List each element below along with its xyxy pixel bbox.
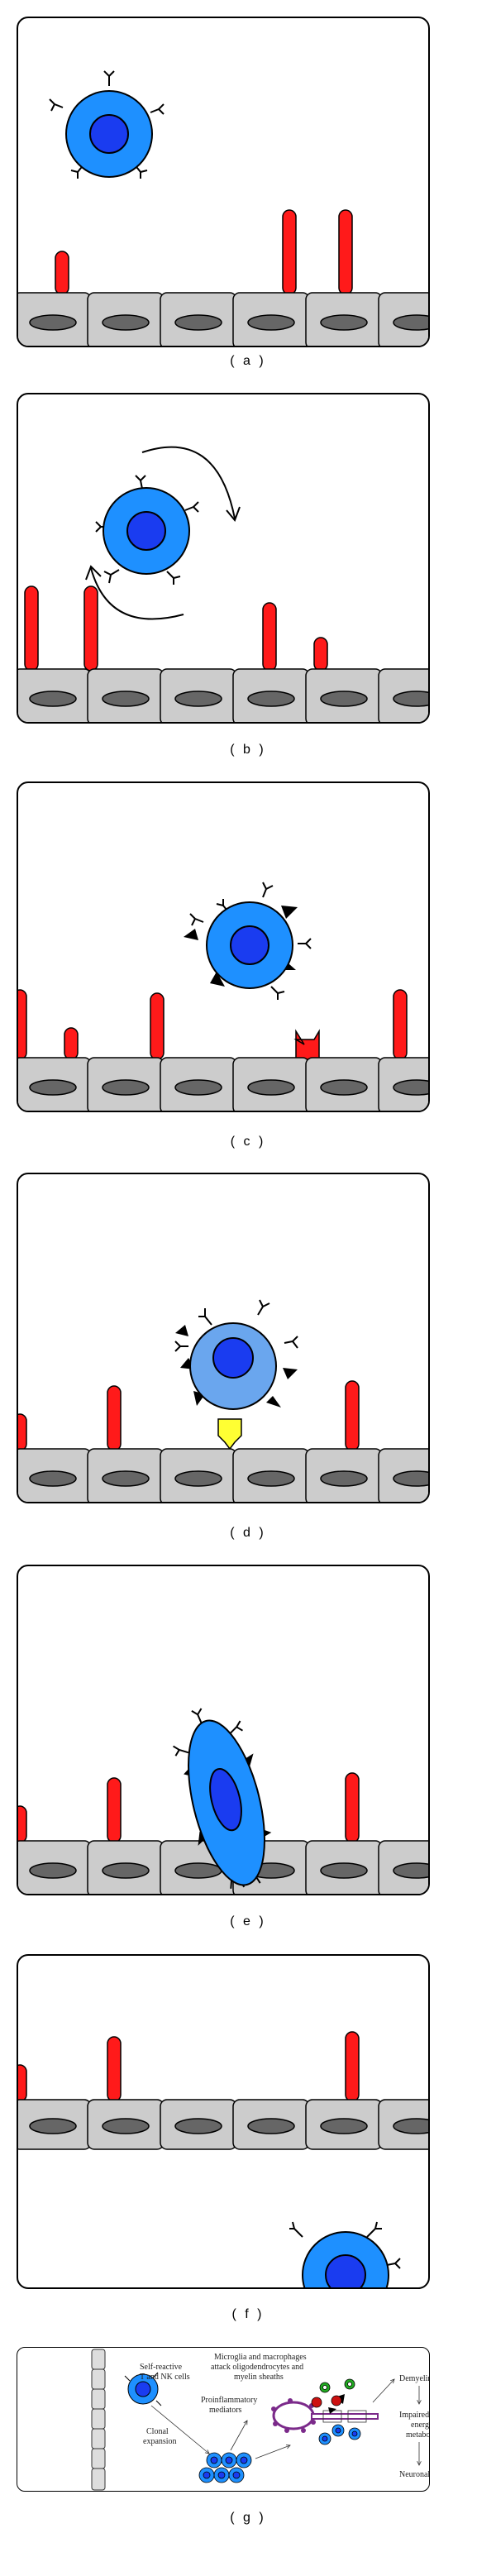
migrating-lymphocyte-cell [173, 1708, 272, 1889]
t-cell-icon [124, 2372, 162, 2406]
panel-c-label: ( c ) [230, 1135, 266, 1149]
panel-f-label: ( f ) [231, 2307, 265, 2321]
panel-e-illustration [18, 1708, 428, 1894]
red-receptor [345, 1380, 360, 1451]
red-receptor [55, 251, 69, 295]
panel-b [17, 393, 430, 724]
vessel-wall [91, 2349, 106, 2491]
red-receptor [282, 209, 297, 295]
red-receptor [24, 585, 39, 671]
epithelial-cell-row [18, 2099, 428, 2150]
red-receptor [64, 1027, 79, 1060]
panel-d-illustration [18, 1299, 428, 1502]
red-receptor [83, 585, 98, 671]
lymphocyte-cell [95, 475, 199, 585]
epithelial-cell-row [18, 668, 428, 722]
label-clonal-2: expansion [143, 2437, 177, 2446]
arrow-clonal [150, 2405, 209, 2454]
label-microglia-1: Microglia and macrophages [214, 2353, 307, 2362]
label-demyelination: Demyelination [399, 2374, 430, 2383]
red-receptor [393, 989, 408, 1060]
arrow-demyelination [372, 2379, 394, 2403]
panel-g: Self-reactive T and NK cells Clonal expa… [17, 2347, 430, 2492]
panel-c-illustration [18, 882, 428, 1111]
macrophage-oligodendrocyte [271, 2394, 379, 2433]
red-receptor [338, 209, 353, 295]
panel-e-label: ( e ) [230, 1914, 266, 1928]
panel-e [17, 1565, 430, 1895]
label-proinflammatory-1: Proinflammatory [201, 2396, 257, 2405]
rotation-arrows [85, 446, 241, 620]
panel-g-label: ( g ) [230, 2511, 266, 2525]
red-receptor [313, 637, 328, 671]
label-clonal-1: Clonal [146, 2427, 169, 2436]
panel-d [17, 1173, 430, 1503]
panel-d-label: ( d ) [230, 1526, 266, 1540]
epithelial-cell-row [18, 292, 428, 346]
label-impaired-1: Impaired axonal [399, 2411, 430, 2420]
yellow-ligand [217, 1418, 242, 1450]
panel-a-label: ( a ) [230, 354, 266, 368]
cleaved-receptor [293, 1029, 320, 1060]
label-self-reactive-1: Self-reactive [140, 2363, 183, 2372]
panel-b-label: ( b ) [230, 743, 266, 757]
panel-a-illustration [18, 70, 428, 346]
panel-a [17, 17, 430, 347]
panel-c [17, 781, 430, 1112]
clonal-cell-cluster [198, 2452, 252, 2483]
cytokine-dots [311, 2378, 361, 2445]
panel-g-diagram: Self-reactive T and NK cells Clonal expa… [91, 2349, 430, 2491]
red-receptor [18, 2064, 27, 2102]
red-receptor [107, 2036, 122, 2102]
epithelial-cell-row [18, 1057, 428, 1111]
red-receptor [345, 1772, 360, 1843]
red-receptor [150, 992, 165, 1060]
red-receptor [18, 1413, 27, 1451]
label-microglia-3: myelin sheaths [234, 2373, 284, 2382]
panel-b-illustration [18, 446, 428, 722]
activated-lymphocyte-cell [174, 1299, 298, 1410]
red-receptor [18, 1805, 27, 1843]
red-receptor [107, 1385, 122, 1451]
panel-f-illustration [18, 2031, 428, 2287]
red-receptor [345, 2031, 360, 2102]
lymphocyte-cell [289, 2221, 401, 2287]
activated-lymphocyte-cell [184, 882, 312, 1000]
label-impaired-2: energy [411, 2421, 430, 2430]
lymphocyte-cell [49, 70, 165, 179]
label-impaired-3: metabolism [406, 2430, 430, 2440]
label-proinflammatory-2: mediators [209, 2406, 242, 2415]
red-receptor [262, 602, 277, 671]
label-microglia-2: attack oligodendrocytes and [211, 2363, 303, 2372]
arrow-attack [255, 2445, 290, 2459]
red-receptor [107, 1777, 122, 1843]
epithelial-cell-row [18, 1448, 428, 1502]
red-receptor [18, 989, 27, 1060]
arrow-mediators [230, 2421, 247, 2451]
label-neuronal-death: Neuronal death [399, 2470, 430, 2479]
label-self-reactive-2: T and NK cells [140, 2373, 190, 2382]
panel-f [17, 1954, 430, 2289]
